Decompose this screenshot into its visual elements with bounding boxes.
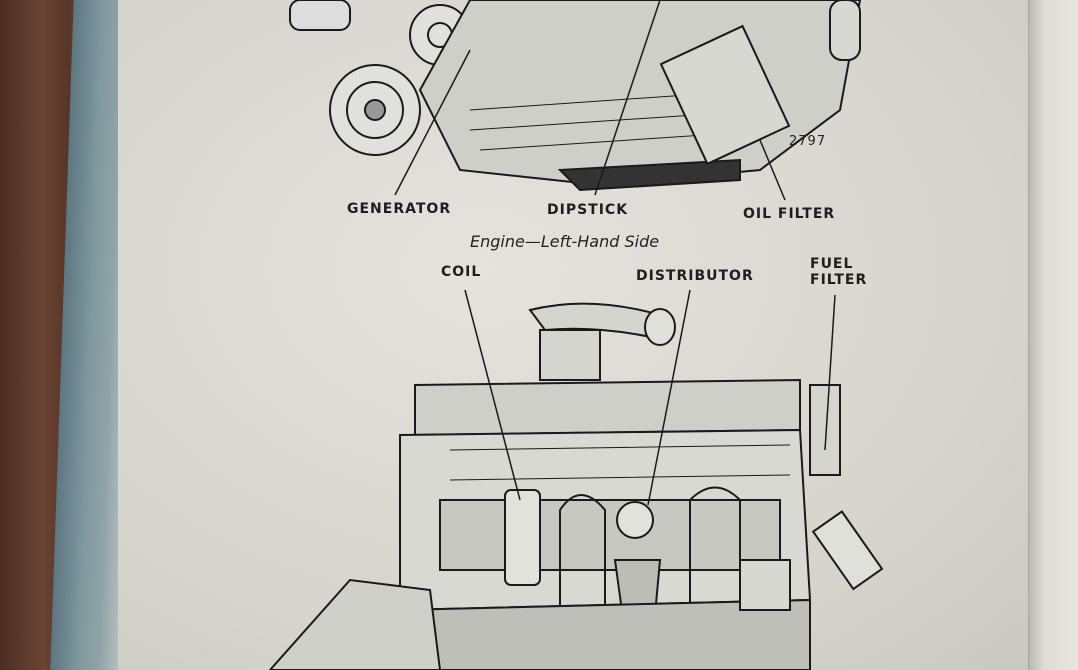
fuel-filter-leader	[824, 294, 836, 451]
label-dipstick: DIPSTICK	[547, 202, 629, 218]
label-fuel-filter: FUEL FILTER	[810, 256, 867, 288]
distributor-leader	[647, 289, 691, 506]
label-oil-filter: OIL FILTER	[743, 206, 836, 222]
facing-page-edge	[1028, 0, 1078, 670]
dipstick-leader	[594, 0, 661, 196]
engine-right-side-drawing	[268, 302, 884, 670]
label-distributor: DISTRIBUTOR	[636, 268, 754, 284]
generator-leader	[394, 49, 471, 196]
figure-caption: Engine—Left-Hand Side	[470, 232, 660, 251]
label-fuel-filter-line2: FILTER	[810, 272, 868, 288]
coil-leader	[464, 289, 521, 501]
figure-number: 2797	[789, 134, 827, 149]
label-generator: GENERATOR	[347, 201, 452, 217]
label-fuel-filter-line1: FUEL	[810, 256, 854, 272]
engine-left-side-drawing	[289, 0, 862, 192]
label-coil: COIL	[441, 264, 482, 280]
oil-filter-leader	[759, 139, 786, 201]
